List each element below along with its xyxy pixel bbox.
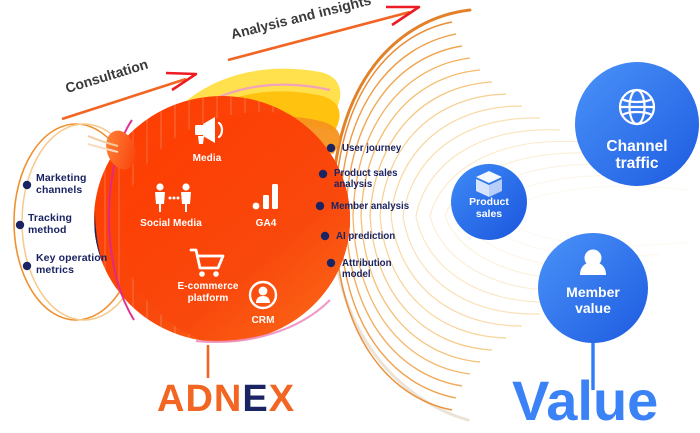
brand-logo-part-x: X: [268, 378, 296, 420]
box-icon: [476, 171, 502, 197]
input-item-marketing-channels: Marketing channels: [36, 172, 87, 197]
circle-member-value: [538, 233, 648, 390]
analysis-item-product-sales-analysis: Product sales analysis: [334, 168, 398, 191]
outcome-label-member-value: Member value: [566, 284, 620, 316]
megaphone-icon: [195, 117, 224, 144]
brand-logo-part-a: ADN: [157, 378, 243, 420]
input-droplet: [87, 130, 136, 170]
outcome-label-product-sales: Product sales: [469, 196, 509, 220]
globe-icon: [618, 88, 656, 126]
bar-chart-icon: [252, 184, 278, 210]
circle-product-sales: [451, 164, 527, 240]
person-icon: [580, 249, 606, 275]
people-icon: [155, 183, 191, 212]
input-item-tracking-method: Tracking method: [28, 212, 72, 237]
input-bullets: [15, 180, 32, 271]
source-label-ecommerce-platform: E-commerce platform: [177, 281, 239, 304]
analysis-item-member-analysis: Member analysis: [331, 201, 410, 212]
person-icon: [248, 280, 278, 310]
input-item-key-operation-metrics: Key operation metrics: [36, 252, 108, 277]
value-label: Value: [512, 369, 659, 432]
analysis-item-user-journey: User journey: [342, 143, 402, 154]
brand-logo: ADNEX: [157, 378, 295, 421]
source-label-ga4: GA4: [255, 218, 277, 229]
source-label-crm: CRM: [251, 315, 275, 326]
analysis-item-ai-prediction: AI prediction: [336, 231, 396, 242]
outcome-label-channel-traffic: Channel traffic: [606, 138, 668, 173]
analysis-item-attribution-model: Attribution model: [342, 258, 392, 281]
source-label-media: Media: [192, 153, 222, 164]
shopping-cart-icon: [189, 248, 225, 277]
arrow-consultation: [61, 71, 198, 121]
source-label-social-media: Social Media: [140, 218, 202, 229]
analysis-bullets: [315, 143, 336, 268]
arrow-analysis: [227, 5, 421, 62]
circle-channel-traffic: [575, 62, 699, 186]
brand-logo-part-e: E: [242, 378, 269, 420]
